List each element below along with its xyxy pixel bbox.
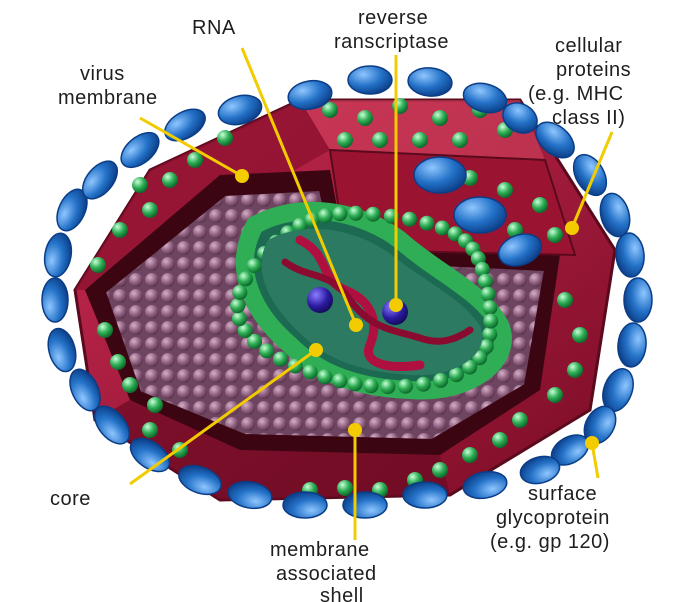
capsid-bead [348, 376, 363, 391]
pointer-dot-core [309, 343, 323, 357]
membrane-bead [567, 362, 583, 378]
capsid-bead [348, 206, 363, 221]
membrane-bead [97, 322, 113, 338]
capsid-bead [433, 373, 448, 388]
membrane-bead [217, 130, 233, 146]
label-core: core [50, 488, 91, 510]
glycoprotein-knob [614, 232, 646, 278]
capsid-bead [402, 212, 417, 227]
membrane-bead [572, 327, 588, 343]
capsid-bead [380, 379, 395, 394]
glycoprotein-knob [42, 278, 68, 322]
capsid-bead [398, 379, 413, 394]
membrane-bead [547, 227, 563, 243]
membrane-bead [162, 172, 178, 188]
membrane-bead [497, 182, 513, 198]
membrane-bead [432, 110, 448, 126]
membrane-bead [110, 354, 126, 370]
membrane-bead [512, 412, 528, 428]
capsid-bead [259, 343, 274, 358]
capsid-bead [332, 206, 347, 221]
membrane-bead [557, 292, 573, 308]
label-reverse-transcriptase: reverse ranscriptase [334, 7, 449, 53]
glycoprotein-knob [159, 103, 210, 148]
glycoprotein-knob [454, 197, 506, 233]
pointer-dot-reverse-transcriptase [389, 298, 403, 312]
membrane-bead [132, 177, 148, 193]
membrane-bead [112, 222, 128, 238]
membrane-bead [337, 132, 353, 148]
label-surface-glycoprotein: surface glycoprotein (e.g. gp 120) [490, 483, 616, 553]
glycoprotein-knob [44, 325, 81, 374]
capsid-bead [247, 258, 262, 273]
pointer-dot-rna [349, 318, 363, 332]
membrane-bead [142, 422, 158, 438]
capsid-bead [366, 207, 381, 222]
membrane-bead [462, 447, 478, 463]
membrane-bead [532, 197, 548, 213]
capsid-bead [419, 216, 434, 231]
glycoprotein-knob [616, 322, 648, 368]
capsid-bead [364, 378, 379, 393]
membrane-bead [492, 432, 508, 448]
capsid-bead [483, 314, 498, 329]
membrane-bead [547, 387, 563, 403]
membrane-bead [432, 462, 448, 478]
capsid-bead [332, 373, 347, 388]
capsid-bead [230, 298, 245, 313]
capsid-bead [435, 221, 450, 236]
membrane-bead [337, 480, 353, 496]
glycoprotein-knob [348, 66, 392, 94]
glycoprotein-knob [41, 231, 74, 279]
capsid-bead [481, 287, 496, 302]
reverse-transcriptase-enzyme [307, 287, 333, 313]
capsid-bead [273, 352, 288, 367]
glycoprotein-knob [343, 492, 387, 518]
capsid-bead [482, 300, 497, 315]
glycoprotein-knob [283, 492, 327, 518]
pointer-dot-membrane-associated-shell [348, 423, 362, 437]
capsid-bead [232, 285, 247, 300]
label-virus-membrane: virus membrane [58, 63, 158, 109]
label-rna: RNA [192, 17, 236, 39]
glycoprotein-knob [407, 66, 453, 98]
label-cellular-proteins: cellular proteins (e.g. MHC class II) [528, 35, 637, 129]
pointer-dot-virus-membrane [235, 169, 249, 183]
glycoprotein-knob [624, 278, 652, 322]
membrane-bead [90, 257, 106, 273]
membrane-bead [357, 110, 373, 126]
pointer-dot-surface-glycoprotein [585, 436, 599, 450]
glycoprotein-knob [403, 482, 447, 508]
capsid-bead [232, 311, 247, 326]
membrane-bead [452, 132, 468, 148]
label-membrane-associated-shell: membrane associated shell [270, 539, 383, 602]
capsid-bead [318, 208, 333, 223]
membrane-bead [122, 377, 138, 393]
membrane-bead [372, 132, 388, 148]
capsid-bead [238, 271, 253, 286]
capsid-bead [416, 377, 431, 392]
glycoprotein-knob [414, 157, 466, 193]
pointer-dot-cellular-proteins [565, 221, 579, 235]
membrane-bead [187, 152, 203, 168]
membrane-bead [142, 202, 158, 218]
capsid-bead [303, 365, 318, 380]
membrane-bead [412, 132, 428, 148]
capsid-bead [317, 369, 332, 384]
capsid-bead [478, 274, 493, 289]
membrane-bead [147, 397, 163, 413]
membrane-bead [392, 98, 408, 114]
